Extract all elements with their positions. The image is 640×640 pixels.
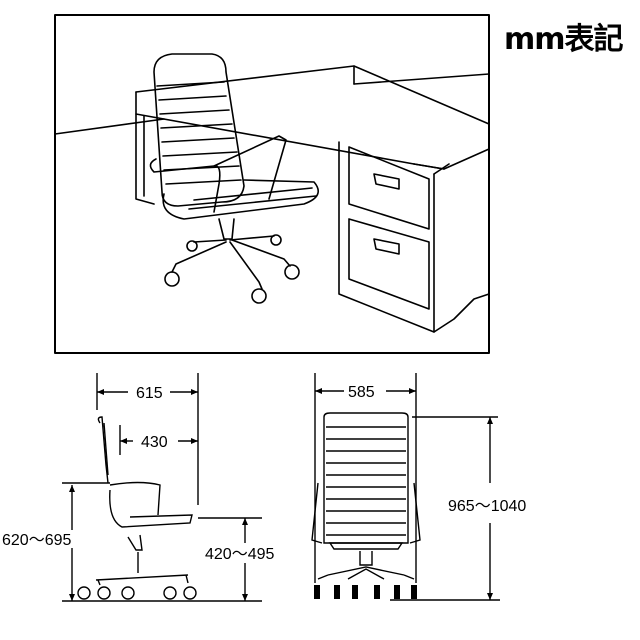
unit-label: mm表記: [504, 22, 624, 57]
armrest-height-label: 620～695: [2, 532, 71, 549]
chair-at-desk-illustration: [54, 14, 490, 354]
total-height-label: 965～1040: [448, 498, 526, 515]
seat-depth-label: 430: [141, 434, 168, 451]
chair-front-view-diagram: 585 965～1040: [311, 373, 526, 601]
chair-side-view-diagram: 615 430 620～695 420～495: [2, 373, 274, 602]
depth-total-label: 615: [136, 385, 163, 402]
seat-height-label: 420～495: [205, 546, 274, 563]
width-label: 585: [348, 384, 375, 401]
